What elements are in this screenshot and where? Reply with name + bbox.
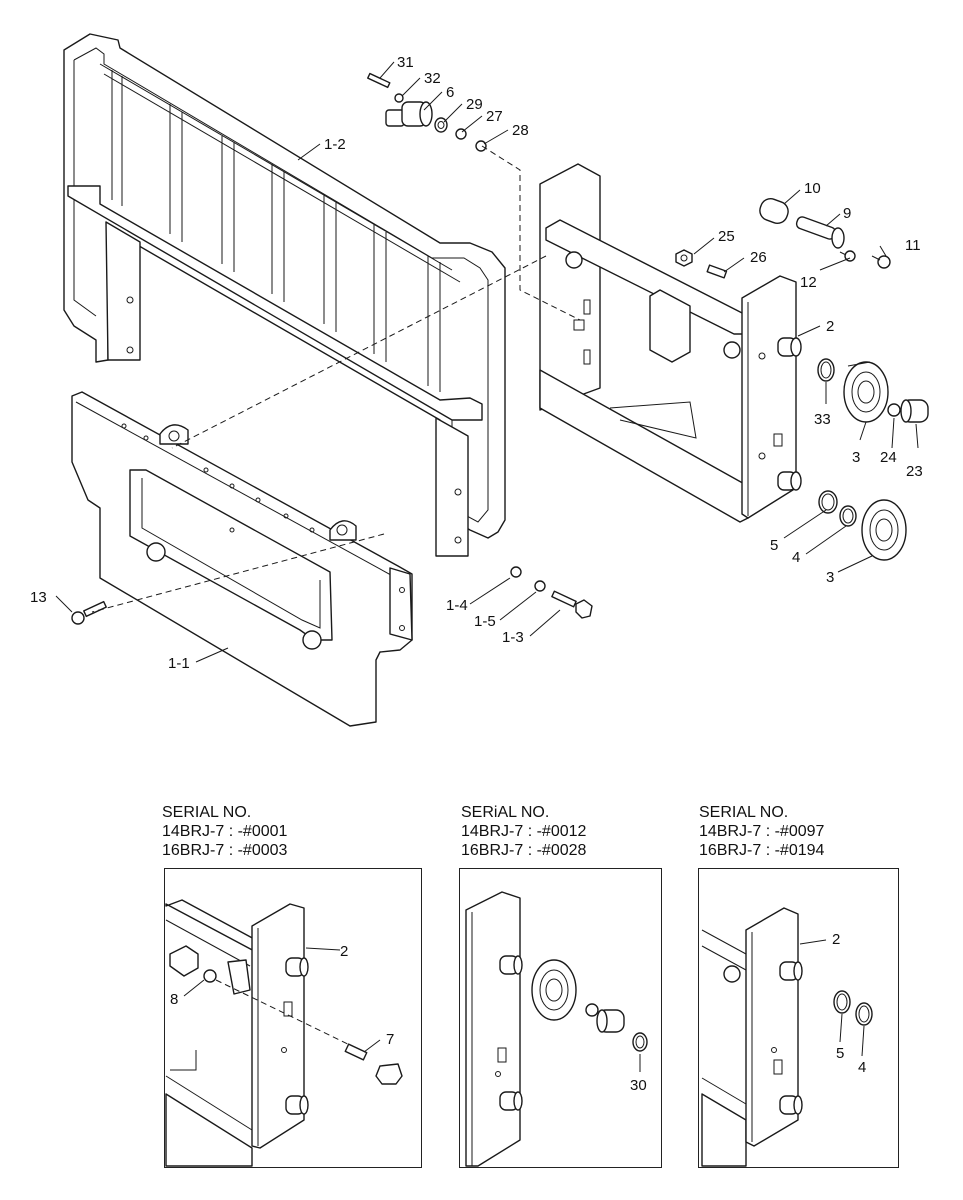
callout-33: 33 bbox=[814, 411, 831, 428]
inset-2-frame bbox=[459, 868, 662, 1168]
callout-1-3: 1-3 bbox=[502, 629, 524, 646]
inset-2-serial-line-2: 16BRJ-7 : -#0028 bbox=[461, 842, 587, 859]
callout-1-2: 1-2 bbox=[324, 136, 346, 153]
inset-3-serial: SERIAL NO. 14BRJ-7 : -#0097 16BRJ-7 : -#… bbox=[699, 803, 824, 860]
callout-2: 2 bbox=[826, 318, 834, 335]
callout-25: 25 bbox=[718, 228, 735, 245]
load-backrest-1-2 bbox=[63, 33, 506, 557]
inset-3-serial-heading: SERIAL NO. bbox=[699, 804, 789, 821]
leader-lines bbox=[55, 61, 919, 663]
callout-3-upper: 3 bbox=[852, 449, 860, 466]
inset-1-drawing bbox=[165, 899, 403, 1167]
inset-3-drawing bbox=[701, 907, 873, 1167]
callout-29: 29 bbox=[466, 96, 483, 113]
top-hardware bbox=[367, 72, 487, 152]
inset-2-serial-heading: SERiAL NO. bbox=[461, 804, 550, 821]
callout-23: 23 bbox=[906, 463, 923, 480]
inset-1-callout-8: 8 bbox=[170, 991, 178, 1008]
callout-9: 9 bbox=[843, 205, 851, 222]
inset-1-serial-line-1: 14BRJ-7 : -#0001 bbox=[162, 823, 288, 840]
inset-2-drawing bbox=[465, 891, 648, 1167]
callout-12: 12 bbox=[800, 274, 817, 291]
inset-3-frame bbox=[698, 868, 899, 1168]
callout-10: 10 bbox=[804, 180, 821, 197]
inset-1-callout-7: 7 bbox=[386, 1031, 394, 1048]
lower-hardware bbox=[71, 566, 593, 625]
callout-27: 27 bbox=[486, 108, 503, 125]
inset-1-frame bbox=[164, 868, 422, 1168]
callout-1-1: 1-1 bbox=[168, 655, 190, 672]
callout-13: 13 bbox=[30, 589, 47, 606]
callout-31: 31 bbox=[397, 54, 414, 71]
callout-1-4: 1-4 bbox=[446, 597, 468, 614]
inset-1-serial-heading: SERIAL NO. bbox=[162, 804, 252, 821]
inset-2-serial-line-1: 14BRJ-7 : -#0012 bbox=[461, 823, 587, 840]
callout-labels: 31 32 6 29 27 28 1-2 10 9 11 25 26 12 2 … bbox=[30, 54, 923, 672]
alignment-lines bbox=[91, 145, 581, 613]
inset-1-serial: SERIAL NO. 14BRJ-7 : -#0001 16BRJ-7 : -#… bbox=[162, 803, 287, 860]
callout-28: 28 bbox=[512, 122, 529, 139]
inset-2-serial: SERiAL NO. 14BRJ-7 : -#0012 16BRJ-7 : -#… bbox=[461, 803, 586, 860]
callout-24: 24 bbox=[880, 449, 897, 466]
callout-5: 5 bbox=[770, 537, 778, 554]
roller-and-hardware bbox=[675, 197, 929, 561]
inset-3-callout-4: 4 bbox=[858, 1059, 866, 1076]
inset-3-serial-line-2: 16BRJ-7 : -#0194 bbox=[699, 842, 825, 859]
inset-3-callout-5: 5 bbox=[836, 1045, 844, 1062]
inset-3-callout-2: 2 bbox=[832, 931, 840, 948]
inset-1-serial-line-2: 16BRJ-7 : -#0003 bbox=[162, 842, 288, 859]
callout-3-lower: 3 bbox=[826, 569, 834, 586]
callout-6: 6 bbox=[446, 84, 454, 101]
fork-carriage-1-1 bbox=[71, 391, 413, 727]
inset-3-serial-line-1: 14BRJ-7 : -#0097 bbox=[699, 823, 825, 840]
callout-11: 11 bbox=[905, 237, 921, 254]
callout-1-5: 1-5 bbox=[474, 613, 496, 630]
inset-1-callout-2: 2 bbox=[340, 943, 348, 960]
callout-4: 4 bbox=[792, 549, 800, 566]
callout-26: 26 bbox=[750, 249, 767, 266]
inset-2-callout-30: 30 bbox=[630, 1077, 647, 1094]
callout-32: 32 bbox=[424, 70, 441, 87]
carriage-frame-2 bbox=[539, 163, 802, 523]
